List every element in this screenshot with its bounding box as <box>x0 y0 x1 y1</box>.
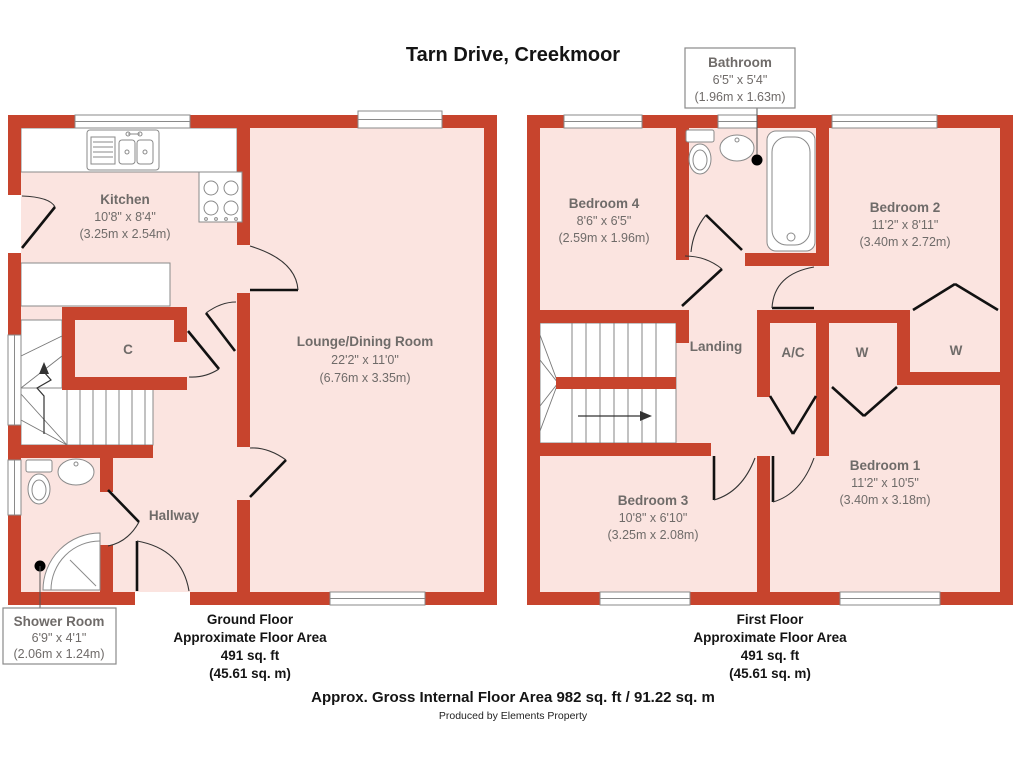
kitchen-dim-imperial: 10'8" x 8'4" <box>94 210 156 224</box>
ground-floor-plan: Kitchen 10'8" x 8'4" (3.25m x 2.54m) Lou… <box>2 110 497 665</box>
shower-room-dim-metric: (2.06m x 1.24m) <box>13 647 104 661</box>
bathroom-label: Bathroom <box>708 55 772 70</box>
first-floor-plan: Bedroom 4 8'6" x 6'5" (2.59m x 1.96m) Be… <box>527 47 1013 606</box>
door-arc <box>20 195 57 249</box>
bedroom4-label: Bedroom 4 <box>569 196 640 211</box>
lounge-dim-metric: (6.76m x 3.35m) <box>319 371 410 385</box>
first-floor-title: First Floor <box>737 612 804 627</box>
airing-cupboard-label: A/C <box>781 345 805 360</box>
bedroom2-dim-imperial: 11'2" x 8'11" <box>872 218 939 232</box>
cupboard-doors <box>768 395 818 435</box>
window <box>563 114 643 129</box>
door-arc <box>204 301 237 352</box>
ground-doors <box>20 195 299 592</box>
first-doors <box>681 214 999 503</box>
first-floor-area-label: Approximate Floor Area <box>693 630 847 645</box>
first-interior-walls <box>540 128 1000 592</box>
ground-floor-footer: Ground Floor Approximate Floor Area 491 … <box>173 612 327 681</box>
bedroom4-dim-imperial: 8'6" x 6'5" <box>577 214 632 228</box>
door-arc <box>135 540 190 592</box>
door-arc <box>186 330 221 378</box>
ground-outer-walls <box>8 115 497 605</box>
toilet-icon <box>25 459 53 505</box>
gross-area-summary: Approx. Gross Internal Floor Area 982 sq… <box>311 689 715 706</box>
bedroom1-label: Bedroom 1 <box>850 458 921 473</box>
wardrobe2-label: W <box>950 343 963 358</box>
shower-room-callout: Shower Room 6'9" x 4'1" (2.06m x 1.24m) <box>2 560 117 665</box>
wardrobe1-label: W <box>856 345 869 360</box>
shower-room-dim-imperial: 6'9" x 4'1" <box>32 631 87 645</box>
ground-windows <box>7 110 443 606</box>
producer-credit: Produced by Elements Property <box>439 710 588 722</box>
ground-floor-area-ft: 491 sq. ft <box>221 648 280 663</box>
bath-icon <box>766 130 816 252</box>
door-arc <box>690 214 743 253</box>
ground-floor-area-m: (45.61 sq. m) <box>209 666 291 681</box>
callout-dot <box>751 154 763 166</box>
door-arc <box>712 456 756 501</box>
page-title: Tarn Drive, Creekmoor <box>406 44 620 66</box>
bedroom1-dim-imperial: 11'2" x 10'5" <box>851 476 919 490</box>
bedroom3-label: Bedroom 3 <box>618 493 689 508</box>
front-door-opening <box>135 592 190 605</box>
ground-interior-walls <box>8 128 250 592</box>
bedroom3-dim-metric: (3.25m x 2.08m) <box>607 528 698 542</box>
stairs-up-arrow <box>36 362 52 434</box>
bathroom-callout: Bathroom 6'5" x 5'4" (1.96m x 1.63m) <box>684 47 796 166</box>
ground-floor-title: Ground Floor <box>207 612 294 627</box>
window <box>831 114 938 129</box>
bathroom-dim-imperial: 6'5" x 5'4" <box>713 73 768 87</box>
first-outer-walls <box>527 115 1013 605</box>
door-arc <box>681 255 723 307</box>
stairs-direction-arrow <box>578 411 652 421</box>
side-door-opening <box>8 195 21 253</box>
kitchen-label: Kitchen <box>100 192 150 207</box>
lounge-label: Lounge/Dining Room <box>297 334 433 349</box>
bathroom-dim-metric: (1.96m x 1.63m) <box>694 90 785 104</box>
cupboard-label: C <box>123 342 133 357</box>
shower-room-label: Shower Room <box>14 614 105 629</box>
basin-icon <box>719 134 755 162</box>
window <box>7 334 22 426</box>
hob-icon <box>198 171 243 223</box>
window <box>839 591 941 606</box>
door-arc <box>249 447 287 498</box>
hallway-label: Hallway <box>149 508 200 523</box>
door-arc <box>771 456 815 503</box>
basin-icon <box>57 458 95 486</box>
sink-icon <box>86 129 160 171</box>
bedroom1-dim-metric: (3.40m x 3.18m) <box>839 493 930 507</box>
bedroom3-dim-imperial: 10'8" x 6'10" <box>619 511 688 525</box>
window <box>7 459 22 516</box>
bedroom2-label: Bedroom 2 <box>870 200 941 215</box>
first-floor-footer: First Floor Approximate Floor Area 491 s… <box>693 612 847 681</box>
door-arc <box>249 245 299 292</box>
first-floor-area-m: (45.61 sq. m) <box>729 666 811 681</box>
window <box>599 591 691 606</box>
toilet-icon <box>685 129 715 175</box>
window <box>74 114 191 129</box>
shower-icon <box>42 532 101 591</box>
bedroom4-dim-metric: (2.59m x 1.96m) <box>558 231 649 245</box>
door-arc <box>107 489 140 547</box>
kitchen-dim-metric: (3.25m x 2.54m) <box>79 227 170 241</box>
bedroom2-dim-metric: (3.40m x 2.72m) <box>859 235 950 249</box>
first-floor-area-ft: 491 sq. ft <box>741 648 800 663</box>
window <box>329 591 426 606</box>
wardrobe-doors <box>831 386 898 417</box>
landing-label: Landing <box>690 339 743 354</box>
first-windows <box>563 114 941 606</box>
door-arc <box>771 266 815 310</box>
ground-floor-area-label: Approximate Floor Area <box>173 630 327 645</box>
wardrobe-doors <box>912 282 999 312</box>
window <box>357 110 443 129</box>
lounge-dim-imperial: 22'2" x 11'0" <box>331 353 399 367</box>
window <box>717 114 758 129</box>
